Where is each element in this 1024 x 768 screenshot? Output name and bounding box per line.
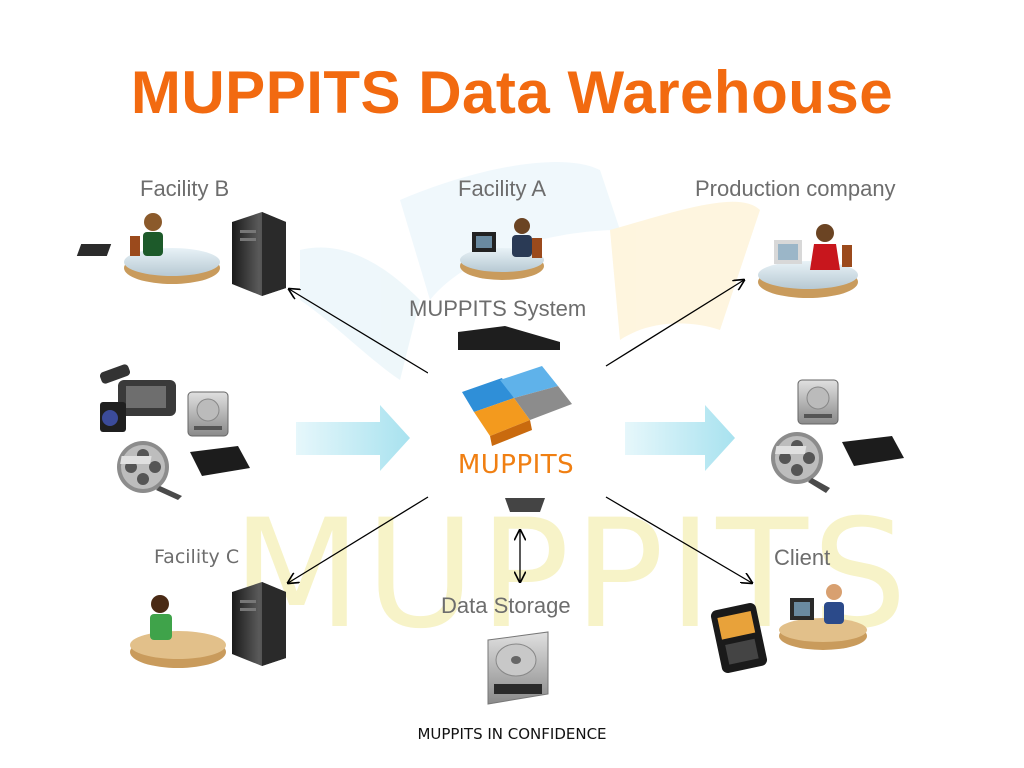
- hard-drive-icon-left: [187, 391, 229, 437]
- arrow-to-facility-b: [289, 289, 429, 374]
- hard-drive-icon-right: [797, 379, 839, 425]
- videotape-icon-left: [120, 446, 250, 476]
- videotape-icon-right: [774, 436, 904, 466]
- muppits-system-label: MUPPITS System: [409, 296, 587, 321]
- production-company-label: Production company: [695, 176, 896, 201]
- production-company-workstation-icon: [758, 224, 858, 298]
- confidentiality-footer: MUPPITS IN CONFIDENCE: [417, 725, 607, 743]
- client-workstation-icon: [779, 584, 867, 650]
- facility-b-workstation-icon: [76, 213, 220, 284]
- film-reel-icon-right: [771, 432, 830, 493]
- page-title: MUPPITS Data Warehouse: [130, 59, 894, 126]
- facility-c-server-icon: [232, 582, 286, 666]
- input-flow-arrow: [296, 405, 410, 471]
- data-storage-hard-drive-icon: [487, 631, 549, 705]
- arrow-to-production-company: [605, 280, 744, 367]
- arrow-to-client: [605, 496, 752, 583]
- output-flow-arrow: [625, 405, 735, 471]
- facility-a-label: Facility A: [458, 176, 547, 201]
- client-phone-icon: [710, 603, 768, 673]
- muppits-logo-text: MUPPITS: [457, 450, 575, 480]
- film-reel-icon-left: [117, 441, 182, 500]
- arrow-to-facility-c: [288, 496, 429, 583]
- facility-b-label: Facility B: [140, 176, 230, 201]
- facility-b-server-icon: [232, 212, 286, 296]
- client-label: Client: [774, 545, 831, 570]
- background-swoosh: [300, 161, 760, 380]
- video-camera-icon: [99, 364, 176, 432]
- data-storage-label: Data Storage: [441, 593, 571, 618]
- facility-c-workstation-icon: [130, 595, 226, 668]
- facility-a-workstation-icon: [460, 218, 544, 280]
- facility-c-label: Facility C: [154, 546, 240, 568]
